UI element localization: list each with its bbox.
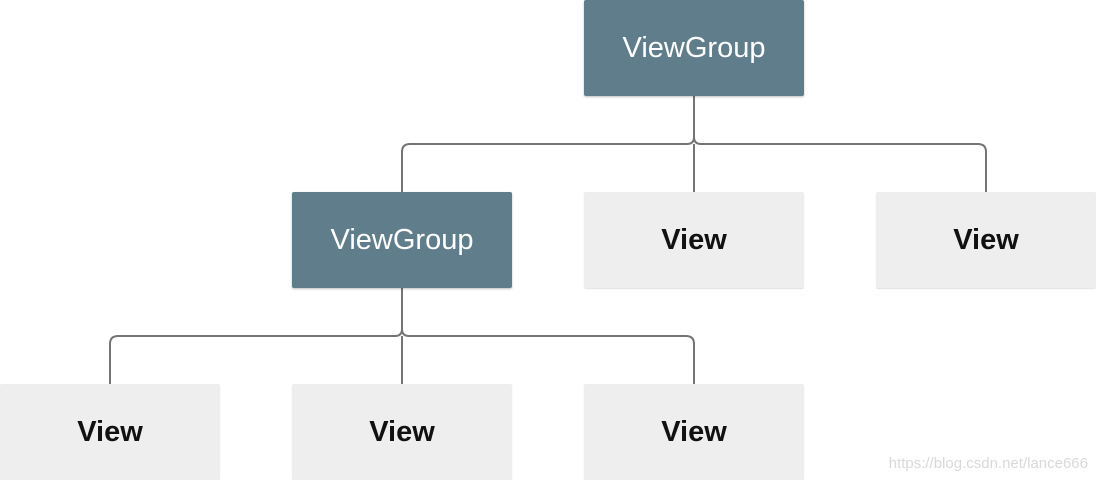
view-label: View [661, 223, 727, 256]
root-viewgroup-label: ViewGroup [622, 31, 766, 64]
connector-root-right [701, 143, 987, 192]
view-label: View [77, 415, 143, 448]
view-label: View [661, 415, 727, 448]
watermark-text: https://blog.csdn.net/lance666 [888, 455, 1088, 472]
connector-group-right [409, 335, 695, 384]
connector-root-left [401, 136, 695, 192]
view-node: View [584, 192, 804, 288]
view-node: View [876, 192, 1096, 288]
child-viewgroup-label: ViewGroup [330, 223, 474, 256]
view-label: View [369, 415, 435, 448]
view-node: View [0, 384, 220, 480]
child-viewgroup-node: ViewGroup [292, 192, 512, 288]
view-node: View [584, 384, 804, 480]
connector-root-stem [693, 96, 702, 145]
view-node: View [292, 384, 512, 480]
view-label: View [953, 223, 1019, 256]
connector-group-stem [401, 288, 410, 337]
connector-group-left [109, 328, 403, 384]
root-viewgroup-node: ViewGroup [584, 0, 804, 96]
